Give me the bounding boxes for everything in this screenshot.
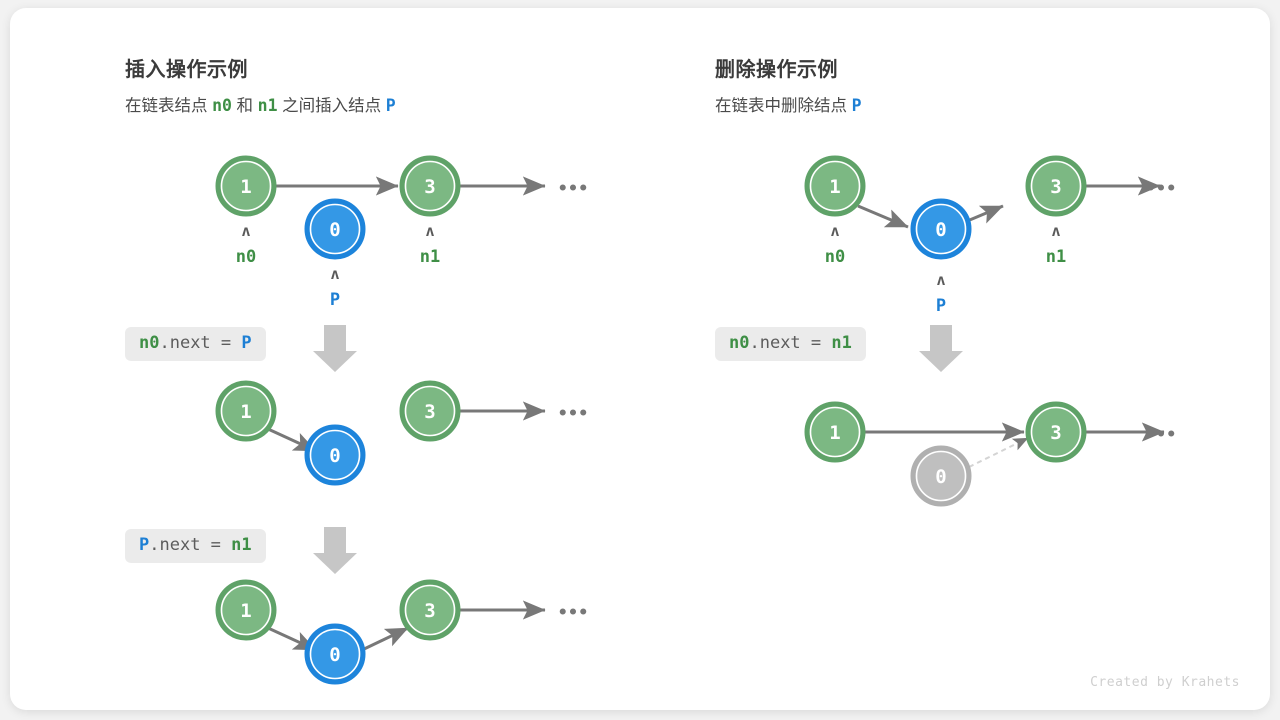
node-n0[interactable]: 1	[804, 401, 866, 463]
node-n1[interactable]: 3	[399, 579, 461, 641]
node-value: 3	[424, 600, 435, 622]
node-label-n0: n0	[236, 247, 256, 267]
node-n1[interactable]: 3	[399, 380, 461, 442]
ellipsis-icon: •••	[1146, 425, 1177, 445]
code-token-p: P	[139, 535, 150, 555]
panel-delete: 删除操作示例 在链表中删除结点 P n0.next = n1 1	[640, 8, 1270, 710]
code-chip-insert-2: P.next = n1	[125, 529, 266, 563]
diagram-card: 插入操作示例 在链表结点 n0 和 n1 之间插入结点 P n0.next = …	[10, 8, 1270, 710]
node-p[interactable]: 0	[304, 424, 366, 486]
node-label-n0: n0	[825, 247, 845, 267]
code-token-p: P	[241, 333, 252, 353]
insert-drawing: 1 ʌ n0 0 ʌ P 3	[215, 155, 589, 685]
node-value: 1	[829, 422, 840, 444]
node-value: 0	[935, 466, 946, 488]
node-value: 0	[329, 644, 340, 666]
node-label-p: P	[936, 296, 946, 316]
node-p-deleted[interactable]: 0	[910, 445, 972, 507]
delete-drawing: 1 ʌ n0 0 ʌ P 3 ʌ	[804, 155, 1177, 507]
code-token-n1: n1	[231, 535, 252, 555]
edge-n0-p	[857, 204, 909, 229]
node-value: 3	[424, 176, 435, 198]
subtitle-seg: 和	[231, 97, 258, 115]
code-token-next: .next =	[749, 333, 832, 353]
node-value: 3	[1050, 176, 1061, 198]
node-value: 0	[935, 219, 946, 241]
edge-removed-dashed	[968, 437, 1029, 468]
credit-text: Created by Krahets	[1090, 675, 1240, 690]
node-n1[interactable]: 3	[399, 155, 461, 217]
code-token-n0: n0	[139, 333, 160, 353]
node-n0[interactable]: 1	[215, 155, 277, 217]
node-label-n1: n1	[1046, 247, 1066, 267]
node-n0[interactable]: 1	[215, 380, 277, 442]
flow-arrow-down-2	[313, 527, 357, 574]
node-p[interactable]: 0	[304, 198, 366, 260]
node-value: 3	[1050, 422, 1061, 444]
ellipsis-icon: •••	[1146, 179, 1177, 199]
node-value: 3	[424, 401, 435, 423]
flow-arrow-down-1	[313, 325, 357, 372]
ellipsis-icon: •••	[558, 179, 589, 199]
node-n0[interactable]: 1	[215, 579, 277, 641]
panel-insert: 插入操作示例 在链表结点 n0 和 n1 之间插入结点 P n0.next = …	[10, 8, 640, 710]
subtitle-seg: 在链表中删除结点	[715, 97, 852, 115]
ellipsis-icon: •••	[558, 404, 589, 424]
node-n0[interactable]: 1	[804, 155, 866, 217]
caret-icon: ʌ	[425, 222, 434, 240]
delete-step-1-graph: 1 ʌ n0 0 ʌ P 3 ʌ	[804, 155, 1177, 316]
panel-insert-title: 插入操作示例	[125, 59, 248, 81]
subtitle-seg-p: P	[385, 96, 396, 115]
node-value: 1	[829, 176, 840, 198]
node-value: 0	[329, 219, 340, 241]
code-token-n1: n1	[831, 333, 852, 353]
subtitle-seg-p: P	[851, 96, 862, 115]
node-p[interactable]: 0	[304, 623, 366, 685]
caret-icon: ʌ	[241, 222, 250, 240]
subtitle-seg-n1: n1	[257, 96, 278, 115]
caret-icon: ʌ	[830, 222, 839, 240]
node-label-n1: n1	[420, 247, 440, 267]
code-chip-delete-1: n0.next = n1	[715, 327, 866, 361]
node-value: 1	[240, 176, 251, 198]
edge-p-n1	[361, 626, 409, 652]
caret-icon: ʌ	[1051, 222, 1060, 240]
code-token-next: .next =	[159, 333, 242, 353]
insert-step-3-graph: 1 0 3 •••	[215, 579, 589, 685]
node-p[interactable]: 0	[910, 198, 972, 260]
node-n1[interactable]: 3	[1025, 401, 1087, 463]
panel-delete-title: 删除操作示例	[715, 59, 838, 81]
node-label-p: P	[330, 290, 340, 310]
panel-insert-subtitle: 在链表结点 n0 和 n1 之间插入结点 P	[125, 92, 396, 116]
caret-icon: ʌ	[330, 265, 339, 283]
code-token-next: .next =	[149, 535, 232, 555]
node-value: 1	[240, 401, 251, 423]
subtitle-seg-n0: n0	[212, 96, 232, 115]
code-token-n0: n0	[729, 333, 750, 353]
subtitle-seg: 在链表结点	[125, 97, 213, 115]
insert-step-1-graph: 1 ʌ n0 0 ʌ P 3	[215, 155, 589, 310]
subtitle-seg: 之间插入结点	[277, 97, 386, 115]
code-chip-insert-1: n0.next = P	[125, 327, 266, 361]
delete-step-2-graph: 1 0 3 •••	[804, 401, 1177, 507]
flow-arrow-down-1	[919, 325, 963, 372]
node-value: 0	[329, 445, 340, 467]
node-n1[interactable]: 3	[1025, 155, 1087, 217]
insert-step-2-graph: 1 0 3 •••	[215, 380, 589, 486]
caret-icon: ʌ	[936, 271, 945, 289]
node-value: 1	[240, 600, 251, 622]
panel-delete-subtitle: 在链表中删除结点 P	[715, 92, 862, 116]
ellipsis-icon: •••	[558, 603, 589, 623]
